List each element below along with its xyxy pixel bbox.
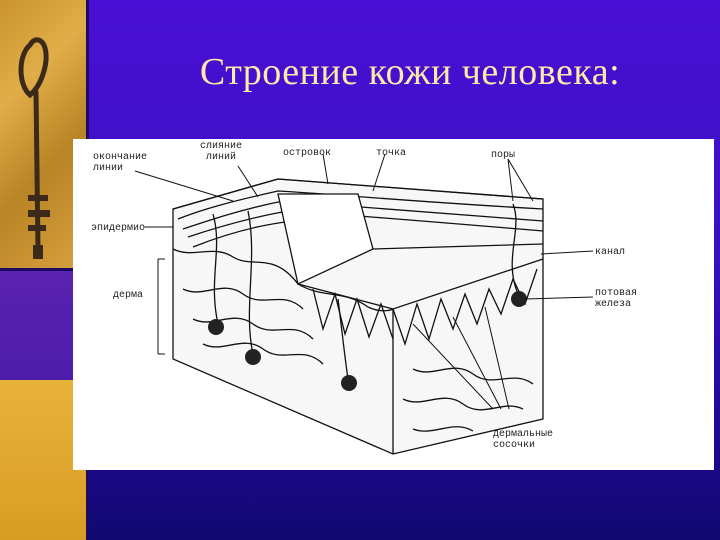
label-ostrovok: островок	[283, 148, 331, 159]
label-epidermis: эпидермис	[91, 223, 145, 234]
label-pory: поры	[491, 150, 515, 161]
label-kanal: канал	[595, 247, 625, 258]
label-potovaya-zheleza: потовая железа	[595, 288, 655, 310]
label-sliyanie-liniy: слияние линий	[191, 141, 251, 163]
label-okonchanie-linii: окончание линии	[93, 152, 163, 174]
label-derma: дерма	[113, 290, 143, 301]
label-dermalnye-sosochki: дермальные сосочки	[493, 429, 573, 451]
skin-structure-figure: окончание линии слияние линий островок т…	[73, 139, 714, 470]
slide-title: Строение кожи человека:	[150, 50, 670, 94]
label-tochka: точка	[376, 148, 406, 159]
